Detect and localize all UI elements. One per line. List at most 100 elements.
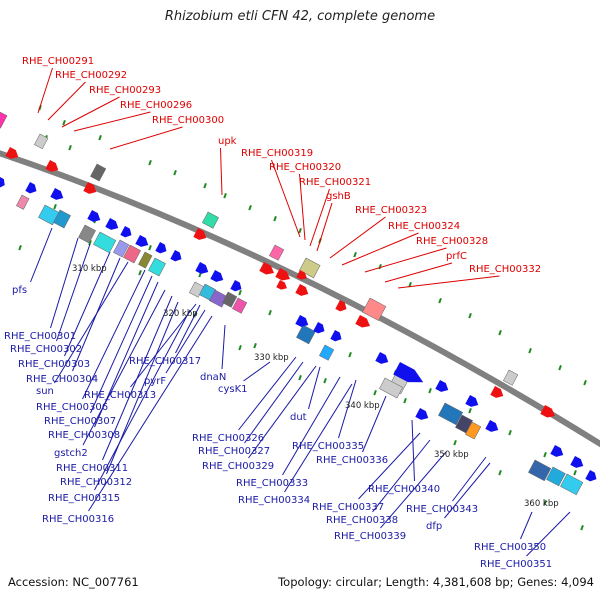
gene-label-rhe-ch00327[interactable]: RHE_CH00327 [198,446,270,457]
gene-feature-arrow[interactable] [83,182,98,196]
gene-feature-arrow[interactable] [276,280,289,292]
gene-label-rhe-ch00301[interactable]: RHE_CH00301 [4,331,76,342]
gene-feature-box[interactable] [138,251,153,269]
gene-label-sun[interactable]: sun [36,386,54,397]
gene-label-rhe-ch00313[interactable]: RHE_CH00313 [84,390,156,401]
gene-feature-arrow[interactable] [25,182,39,196]
gene-label-rhe-ch00350[interactable]: RHE_CH00350 [474,542,546,553]
gene-label-rhe-ch00329[interactable]: RHE_CH00329 [202,461,274,472]
gene-label-rhe-ch00306[interactable]: RHE_CH00306 [36,402,108,413]
gene-label-dnan[interactable]: dnaN [200,372,226,383]
gene-feature-box[interactable] [546,466,566,487]
gene-feature-arrow[interactable] [485,420,500,434]
gene-feature-box[interactable] [528,459,552,482]
gene-label-rhe-ch00303[interactable]: RHE_CH00303 [18,359,90,370]
gene-label-rhe-ch00304[interactable]: RHE_CH00304 [26,374,98,385]
gene-feature-arrow[interactable] [330,330,344,344]
gene-label-rhe-ch00336[interactable]: RHE_CH00336 [316,455,388,466]
gene-label-rhe-ch00324[interactable]: RHE_CH00324 [388,221,460,232]
gene-feature-box[interactable] [560,473,584,496]
gene-feature-arrow[interactable] [45,160,60,174]
gene-feature-arrow[interactable] [295,284,310,298]
gene-feature-box[interactable] [113,239,130,258]
gene-feature-arrow[interactable] [540,405,557,420]
gene-feature-arrow[interactable] [550,445,565,459]
gene-feature-box[interactable] [232,297,248,314]
gene-label-rhe-ch00321[interactable]: RHE_CH00321 [299,177,371,188]
gene-feature-arrow[interactable] [296,270,309,282]
gene-label-rhe-ch00316[interactable]: RHE_CH00316 [42,514,114,525]
gene-label-pfs[interactable]: pfs [12,285,27,296]
gene-label-rhe-ch00320[interactable]: RHE_CH00320 [269,162,341,173]
gene-feature-arrow[interactable] [195,262,210,276]
gene-feature-arrow[interactable] [393,362,426,388]
gene-feature-box[interactable] [222,291,238,308]
gene-label-rhe-ch00326[interactable]: RHE_CH00326 [192,433,264,444]
gene-feature-arrow[interactable] [335,300,349,314]
gene-label-prfc[interactable]: prfC [446,251,467,262]
gene-feature-arrow[interactable] [135,235,150,249]
gene-label-rhe-ch00337[interactable]: RHE_CH00337 [312,502,384,513]
gene-label-dut[interactable]: dut [290,412,307,423]
gene-label-gstch2[interactable]: gstch2 [54,448,88,459]
gene-feature-arrow[interactable] [50,188,65,202]
gene-label-rhe-ch00328[interactable]: RHE_CH00328 [416,236,488,247]
gene-feature-arrow[interactable] [570,456,585,470]
gene-feature-arrow[interactable] [105,218,120,232]
gene-feature-box[interactable] [465,421,482,440]
gene-label-rhe-ch00300[interactable]: RHE_CH00300 [152,115,224,126]
gene-label-pyrf[interactable]: pyrF [144,376,166,387]
gene-label-rhe-ch00333[interactable]: RHE_CH00333 [236,478,308,489]
gene-label-rhe-ch00338[interactable]: RHE_CH00338 [326,515,398,526]
gene-feature-arrow[interactable] [355,315,372,330]
gene-feature-arrow[interactable] [295,315,310,329]
gene-feature-box[interactable] [123,244,141,264]
gene-feature-arrow[interactable] [435,380,450,394]
gene-feature-box[interactable] [438,402,463,426]
gene-label-rhe-ch00312[interactable]: RHE_CH00312 [60,477,132,488]
gene-label-rhe-ch00308[interactable]: RHE_CH00308 [48,430,120,441]
gene-feature-arrow[interactable] [259,262,276,277]
gene-feature-arrow[interactable] [465,395,480,409]
gene-feature-box[interactable] [53,209,71,229]
gene-feature-arrow[interactable] [5,147,20,161]
gene-feature-box[interactable] [202,211,219,229]
gene-label-rhe-ch00351[interactable]: RHE_CH00351 [480,559,552,570]
gene-feature-arrow[interactable] [490,386,505,400]
gene-label-rhe-ch00293[interactable]: RHE_CH00293 [89,85,161,96]
gene-label-rhe-ch00343[interactable]: RHE_CH00343 [406,504,478,515]
gene-label-rhe-ch00317[interactable]: RHE_CH00317 [129,356,201,367]
gene-feature-arrow[interactable] [275,268,292,283]
gene-label-rhe-ch00292[interactable]: RHE_CH00292 [55,70,127,81]
gene-label-cysk1[interactable]: cysK1 [218,384,248,395]
gene-label-rhe-ch00315[interactable]: RHE_CH00315 [48,493,120,504]
gene-feature-arrow[interactable] [170,250,184,264]
gene-feature-box[interactable] [503,369,519,386]
gene-label-rhe-ch00334[interactable]: RHE_CH00334 [238,495,310,506]
gene-feature-box[interactable] [269,244,285,261]
gene-feature-arrow[interactable] [87,210,102,224]
gene-feature-arrow[interactable] [120,226,134,240]
gene-label-rhe-ch00335[interactable]: RHE_CH00335 [292,441,364,452]
gene-feature-box[interactable] [93,231,117,254]
gene-feature-arrow[interactable] [230,280,244,294]
gene-feature-arrow[interactable] [155,242,169,256]
gene-label-dfp[interactable]: dfp [426,521,442,532]
gene-label-rhe-ch00339[interactable]: RHE_CH00339 [334,531,406,542]
gene-feature-box[interactable] [16,194,30,210]
gene-label-rhe-ch00332[interactable]: RHE_CH00332 [469,264,541,275]
gene-label-rhe-ch00307[interactable]: RHE_CH00307 [44,416,116,427]
gene-feature-arrow[interactable] [193,228,208,242]
gene-feature-box[interactable] [319,344,335,361]
gene-feature-arrow[interactable] [415,408,430,422]
gene-feature-box[interactable] [90,163,107,182]
gene-feature-arrow[interactable] [210,270,225,284]
gene-feature-arrow[interactable] [0,177,7,190]
gene-feature-box[interactable] [34,133,49,150]
gene-label-rhe-ch00323[interactable]: RHE_CH00323 [355,205,427,216]
gene-feature-box[interactable] [362,297,387,321]
gene-feature-arrow[interactable] [313,322,327,336]
gene-feature-box[interactable] [78,224,96,244]
gene-feature-arrow[interactable] [585,470,599,484]
gene-label-rhe-ch00311[interactable]: RHE_CH00311 [56,463,128,474]
